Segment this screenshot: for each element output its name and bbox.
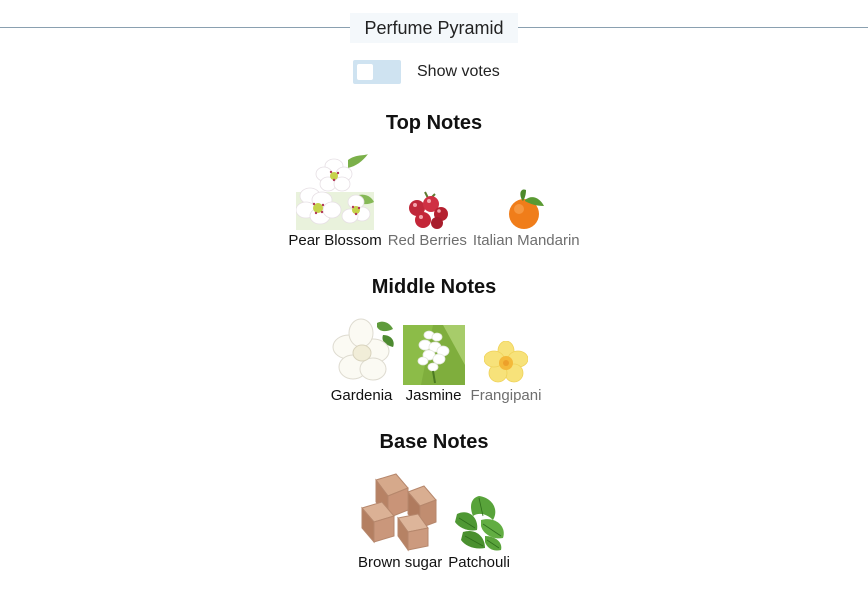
note-red-berries[interactable]: Red Berries <box>388 190 467 250</box>
patchouli-leaves-icon <box>455 496 504 551</box>
middle-notes-row: Gardenia Jasmine <box>0 317 868 405</box>
note-label: Italian Mandarin <box>472 232 580 249</box>
red-berries-icon <box>409 191 449 229</box>
gardenia-flower-icon <box>332 318 394 381</box>
base-notes-heading: Base Notes <box>379 431 489 453</box>
mandarin-orange-icon <box>509 189 545 229</box>
jasmine-flower-icon <box>402 325 465 385</box>
note-frangipani[interactable]: Frangipani <box>470 341 542 405</box>
show-votes-control: Show votes <box>353 60 500 84</box>
frangipani-flower-icon <box>483 341 528 383</box>
page-title: Perfume Pyramid <box>350 13 518 43</box>
note-label: Frangipani <box>470 387 542 404</box>
note-label: Red Berries <box>387 232 467 249</box>
brown-sugar-cubes-icon <box>361 473 437 552</box>
top-notes-heading: Top Notes <box>385 112 483 134</box>
note-label: Brown sugar <box>358 554 443 571</box>
note-pear-blossom[interactable]: Pear Blossom <box>288 152 382 250</box>
toggle-knob <box>357 64 373 80</box>
pear-blossom-flower-icon <box>296 154 375 230</box>
note-label: Patchouli <box>448 554 510 571</box>
show-votes-label[interactable]: Show votes <box>417 63 500 80</box>
note-patchouli[interactable]: Patchouli <box>448 492 510 572</box>
note-label: Pear Blossom <box>288 232 382 249</box>
note-italian-mandarin[interactable]: Italian Mandarin <box>473 188 580 250</box>
top-notes-row: Pear Blossom Red Berries Italian Mandari… <box>0 152 868 250</box>
middle-notes-heading: Middle Notes <box>371 276 497 298</box>
note-label: Jasmine <box>405 387 462 404</box>
note-brown-sugar[interactable]: Brown sugar <box>358 472 442 572</box>
base-notes-row: Brown sugar Patchouli <box>0 472 868 572</box>
note-jasmine[interactable]: Jasmine <box>402 325 465 405</box>
note-label: Gardenia <box>330 387 393 404</box>
show-votes-toggle[interactable] <box>353 60 401 84</box>
note-gardenia[interactable]: Gardenia <box>327 317 397 405</box>
